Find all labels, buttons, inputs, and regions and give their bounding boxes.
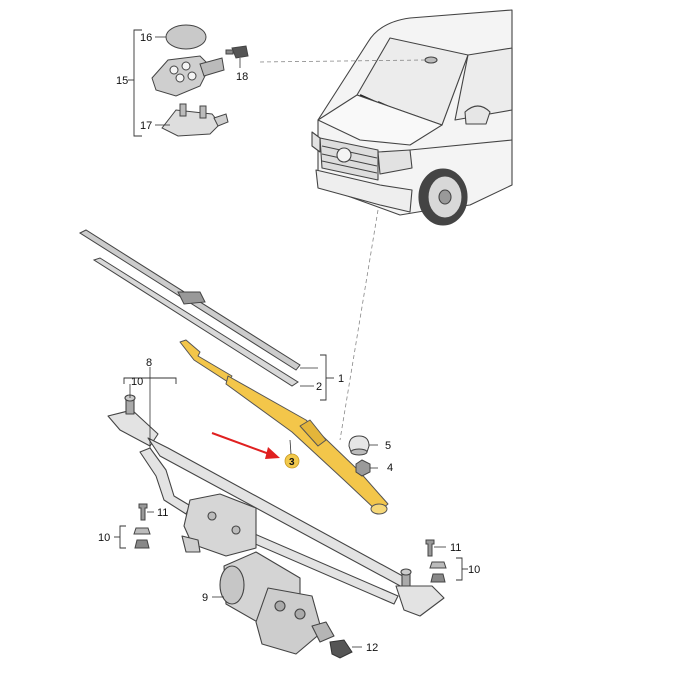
nut-part-right: [430, 573, 446, 583]
callout-11-left: 11: [157, 507, 168, 519]
callout-1: 1: [338, 373, 344, 385]
bolt-part-left: [138, 503, 148, 521]
bolt-part-right: [425, 539, 435, 557]
callout-8: 8: [146, 357, 152, 369]
group-10-right-bracket: [456, 557, 463, 581]
rain-sensor-group: [151, 24, 249, 137]
callout-9: 9: [202, 592, 208, 604]
callout-18: 18: [236, 71, 248, 83]
wiper-blade-strip-part: [92, 257, 299, 387]
highlight-arrow: [211, 432, 280, 459]
sensor-connector-part: [231, 45, 249, 59]
callout-10-left: 10: [98, 532, 110, 544]
callout-10-top: 10: [131, 376, 143, 388]
cap-part: [348, 435, 370, 453]
callout-17: 17: [140, 120, 152, 132]
callout-3: 3: [289, 457, 295, 468]
callout-16: 16: [140, 32, 152, 44]
group-10-left-bracket: [119, 525, 126, 549]
left-fasteners: [133, 503, 151, 549]
motor-connector-part: [329, 639, 353, 659]
vehicle-illustration: [311, 9, 513, 226]
callout-12: 12: [366, 642, 378, 654]
washer-part-left: [133, 527, 151, 535]
cap-and-nut: [348, 435, 371, 477]
wiper-motor-part: [219, 551, 335, 655]
callout-5: 5: [385, 440, 391, 452]
nut-part-left: [134, 539, 150, 549]
wiper-arm-part: [179, 339, 389, 515]
wiper-linkage-part: [107, 394, 445, 617]
nut-part: [355, 459, 371, 477]
callout-15: 15: [116, 75, 128, 87]
callout-4: 4: [387, 462, 393, 474]
group-1-bracket: [320, 354, 327, 401]
group-10-top-bracket: [123, 377, 177, 384]
callout-10-right: 10: [468, 564, 480, 576]
group-15-bracket: [133, 29, 142, 137]
callout-11-right: 11: [450, 542, 461, 554]
right-fasteners: [425, 539, 447, 583]
washer-part-right: [429, 561, 447, 569]
wiper-leader-line: [339, 209, 379, 441]
sensor-cover-part: [165, 24, 207, 50]
wiper-blades: [78, 229, 301, 387]
sensor-bracket-part: [161, 109, 221, 137]
callout-3-marker: [284, 453, 300, 469]
callout-2: 2: [316, 381, 322, 393]
